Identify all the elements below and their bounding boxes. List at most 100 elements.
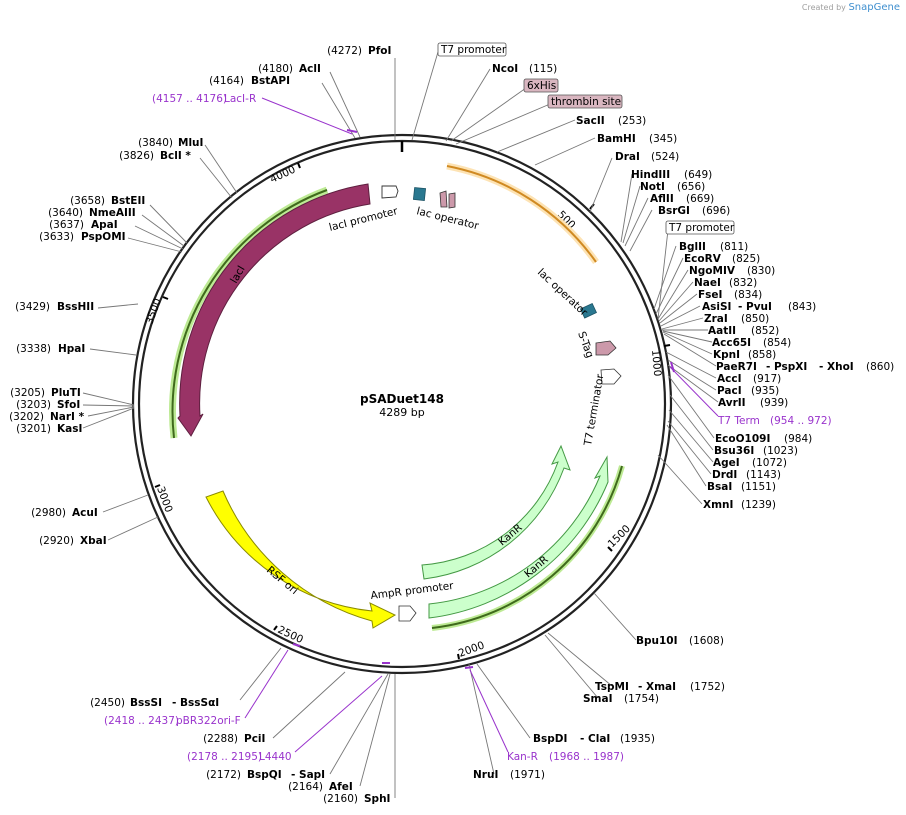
drdi-name[interactable]: DrdI xyxy=(712,469,737,481)
afei-pos: (2164) xyxy=(288,781,323,793)
bspqi-name[interactable]: BspQI xyxy=(247,769,282,781)
pcii-name[interactable]: PciI xyxy=(244,733,265,745)
ncoi-name[interactable]: NcoI xyxy=(492,63,518,75)
kasi-name[interactable]: KasI xyxy=(57,423,82,435)
xbai-name[interactable]: XbaI xyxy=(80,535,107,547)
avrii-name[interactable]: AvrII xyxy=(718,397,746,409)
bsshii-name[interactable]: BssHII xyxy=(57,301,94,313)
smai-name[interactable]: SmaI xyxy=(583,693,613,705)
zrai-name[interactable]: ZraI xyxy=(704,313,728,325)
lac-operator-2-box[interactable] xyxy=(579,302,597,319)
pspomi-name[interactable]: PspOMI xyxy=(81,231,126,243)
rsf-ori-feature[interactable] xyxy=(205,490,397,629)
6xhis-box[interactable] xyxy=(523,78,559,93)
laci-r-name[interactable]: LacI-R xyxy=(224,93,256,105)
t7-promoter-2-box[interactable] xyxy=(665,220,735,235)
paer7i-name[interactable]: PaeR7I xyxy=(716,361,757,373)
kanr-1-feature[interactable] xyxy=(421,444,571,580)
xmni-name[interactable]: XmnI xyxy=(703,499,733,511)
kpni-name[interactable]: KpnI xyxy=(713,349,740,361)
kanr-green-arc[interactable] xyxy=(431,465,623,629)
bpu10i-name[interactable]: Bpu10I xyxy=(636,635,678,647)
bstapi-name[interactable]: BstAPI xyxy=(251,75,290,87)
t7-terminator-arrow[interactable] xyxy=(600,368,622,385)
sfoi-name[interactable]: SfoI xyxy=(57,399,80,411)
lac-operator-1-box[interactable] xyxy=(412,187,427,202)
noti-name[interactable]: NotI xyxy=(640,181,665,193)
t7-terminator-label: T7 terminator xyxy=(582,373,607,448)
hindiii-name[interactable]: HindIII xyxy=(631,169,670,181)
afei-name[interactable]: AfeI xyxy=(329,781,353,793)
pluti-name[interactable]: PluTI xyxy=(51,387,81,399)
apai-name[interactable]: ApaI xyxy=(91,219,118,231)
nrui-name[interactable]: NruI xyxy=(473,769,498,781)
acui-name[interactable]: AcuI xyxy=(72,507,98,519)
bsai-name[interactable]: BsaI xyxy=(707,481,732,493)
kanr-2-feature[interactable] xyxy=(428,455,609,619)
drai-name[interactable]: DraI xyxy=(615,151,640,163)
aflii-name[interactable]: AflII xyxy=(650,193,674,205)
nari-name[interactable]: NarI * xyxy=(50,411,85,423)
ampr-promoter-arrow[interactable] xyxy=(398,605,417,622)
6xhis-arrow[interactable] xyxy=(439,190,448,208)
s-tag-arrow[interactable] xyxy=(595,340,617,356)
snapgene-branding: Created by SnapGene xyxy=(802,2,900,13)
tspmi-name[interactable]: TspMI xyxy=(595,681,629,693)
bsssi-name[interactable]: BssSI xyxy=(130,697,162,709)
kan-r-name[interactable]: Kan-R xyxy=(507,751,538,763)
bglii-name[interactable]: BglII xyxy=(679,241,706,253)
xhoi-name[interactable]: - XhoI xyxy=(819,361,854,373)
laci-promoter-arrow[interactable] xyxy=(381,185,399,199)
xbai-pos: (2920) xyxy=(39,535,74,547)
bsrgi-name[interactable]: BsrGI xyxy=(658,205,690,217)
nmeaiii-name[interactable]: NmeAIII xyxy=(89,207,136,219)
orange-arc[interactable] xyxy=(446,165,597,263)
bsteii-name[interactable]: BstEII xyxy=(111,195,145,207)
leader-l4440 xyxy=(294,675,383,753)
pbr322ori-f-name[interactable]: pBR322ori-F xyxy=(176,715,241,727)
t7-term-name[interactable]: T7 Term xyxy=(717,415,760,427)
plasmid-length: 4289 bp xyxy=(379,406,424,419)
naei-name[interactable]: NaeI xyxy=(694,277,721,289)
bamhi-name[interactable]: BamHI xyxy=(597,133,636,145)
bsu36i-name[interactable]: Bsu36I xyxy=(714,445,754,457)
thrombin-site-arrow[interactable] xyxy=(448,192,456,209)
bsshii-pos: (3429) xyxy=(15,301,50,313)
sphi-name[interactable]: SphI xyxy=(364,793,390,805)
sacii-name[interactable]: SacII xyxy=(576,115,605,127)
agei-name[interactable]: AgeI xyxy=(713,457,740,469)
tick-2000-mark xyxy=(457,653,460,660)
leader-paer7i xyxy=(663,333,717,367)
fsei-name[interactable]: FseI xyxy=(698,289,722,301)
bsssai-name[interactable]: - BssSαI xyxy=(172,697,219,709)
ampr-promoter-label: AmpR promoter xyxy=(370,580,455,602)
leader-bsai xyxy=(666,424,707,487)
leader-bspqi xyxy=(329,673,389,775)
thrombin-site-box[interactable] xyxy=(547,94,623,109)
acci-name[interactable]: AccI xyxy=(717,373,741,385)
l4440-name[interactable]: L4440 xyxy=(259,751,292,763)
asisi-name[interactable]: AsiSI xyxy=(702,301,731,313)
leader-bspdi xyxy=(476,663,531,739)
hpai-name[interactable]: HpaI xyxy=(58,343,85,355)
ecoo109i-name[interactable]: EcoO109I xyxy=(715,433,770,445)
ecorv-name[interactable]: EcoRV xyxy=(684,253,722,265)
mlui-name[interactable]: MluI xyxy=(178,137,203,149)
acc65i-name[interactable]: Acc65I xyxy=(712,337,751,349)
pspxi-name[interactable]: - PspXI xyxy=(766,361,807,373)
bspdi-name[interactable]: BspDI xyxy=(533,733,567,745)
xmai-name[interactable]: - XmaI xyxy=(638,681,676,693)
acli-name[interactable]: AclI xyxy=(299,63,321,75)
paci-name[interactable]: PacI xyxy=(717,385,742,397)
pvui-name[interactable]: - PvuI xyxy=(738,301,772,313)
bspqi-pos: (2172) xyxy=(206,769,241,781)
pfoi-name[interactable]: PfoI xyxy=(368,45,391,57)
bcli-name[interactable]: BclI * xyxy=(160,150,191,162)
aatii-name[interactable]: AatII xyxy=(708,325,736,337)
sapi-name[interactable]: - SapI xyxy=(291,769,325,781)
ngomiv-name[interactable]: NgoMIV xyxy=(689,265,736,277)
leader-t7-promoter-2 xyxy=(657,229,669,320)
clai-name[interactable]: - ClaI xyxy=(580,733,610,745)
laci-feature[interactable] xyxy=(177,183,371,437)
t7-promoter-1-box[interactable] xyxy=(437,42,507,57)
